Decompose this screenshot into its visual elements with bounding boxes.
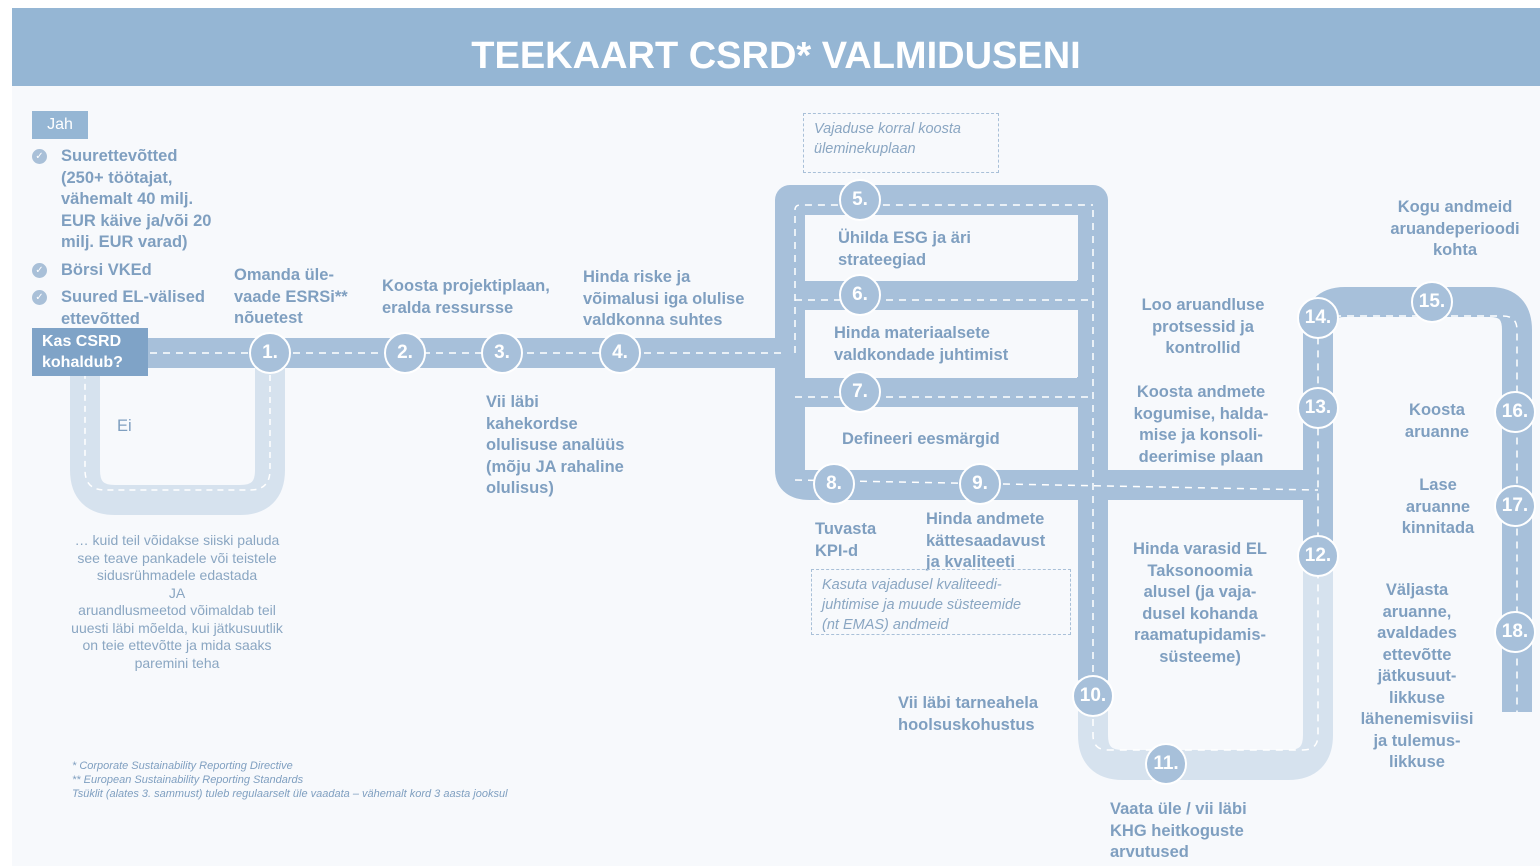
step-1-marker: 1.: [249, 332, 291, 374]
step-12-marker: 12.: [1297, 535, 1339, 577]
check-circle-icon: ✓: [32, 263, 47, 278]
footnote-esrs: ** European Sustainability Reporting Sta…: [72, 774, 304, 786]
step-12-label: Hinda varasid EL Taksonoomia alusel (ja …: [1133, 540, 1267, 666]
step-2-label: Koosta projektiplaan, eralda ressursse: [382, 277, 550, 317]
step-5-marker: 5.: [839, 179, 881, 221]
supply-chain-road: [1078, 560, 1333, 780]
step-8-marker: 8.: [813, 463, 855, 505]
step-7-goals-label: Defineeri eesmärgid: [842, 430, 1000, 448]
criterion-large-companies: ✓ Suurettevõtted (250+ töötajat, vähemal…: [32, 146, 211, 254]
csrd-applies-question: Kas CSRD kohaldub?: [32, 328, 148, 376]
step-16-marker: 16.: [1494, 391, 1536, 433]
step-9-label: Hinda andmete kättesaadavust ja kvalitee…: [926, 510, 1046, 571]
step-11-label: Vaata üle / vii läbi KHG heitkoguste arv…: [1110, 800, 1247, 861]
step-18-label: Väljasta aruanne, avaldades ettevõtte jä…: [1360, 581, 1474, 771]
quality-systems-note: Kasuta vajadusel kvaliteedi- juhtimise j…: [811, 569, 1071, 635]
step-13-label: Koosta andmete kogumise, halda- mise ja …: [1133, 383, 1269, 466]
step-13-marker: 13.: [1297, 387, 1339, 429]
strategy-block-road: [775, 185, 1108, 680]
no-branch-road: [70, 353, 285, 515]
footnote-csrd: * Corporate Sustainability Reporting Dir…: [72, 760, 293, 772]
step-7-marker: 7.: [839, 371, 881, 413]
criterion-non-eu-companies: ✓ Suured EL-välised ettevõtted: [32, 287, 205, 330]
step-15-label: Kogu andmeid aruandeperioodi kohta: [1390, 198, 1520, 259]
step-16-label: Koosta aruanne: [1404, 401, 1470, 441]
step-10-marker: 10.: [1072, 675, 1114, 717]
step-1-label: Omanda üle- vaade ESRSi** nõuetest: [234, 266, 348, 327]
step-11-marker: 11.: [1145, 743, 1187, 785]
check-circle-icon: ✓: [32, 149, 47, 164]
check-circle-icon: ✓: [32, 290, 47, 305]
footnote-cycle: Tsüklit (alates 3. sammust) tuleb regula…: [72, 788, 508, 800]
step-14-label: Loo aruandluse protsessid ja kontrollid: [1141, 296, 1265, 357]
title-banner: TEEKAART CSRD* VALMIDUSENI: [12, 8, 1540, 86]
step-3-marker: 3.: [481, 332, 523, 374]
step-18-marker: 18.: [1494, 611, 1536, 653]
step-2-marker: 2.: [384, 332, 426, 374]
step-4-label: Hinda riske ja võimalusi iga olulise val…: [583, 268, 745, 329]
step-4-marker: 4.: [599, 332, 641, 374]
step-8-label: Tuvasta KPI-d: [815, 520, 877, 560]
criterion-listed-smes: ✓ Börsi VKEd: [32, 260, 152, 282]
step-6-marker: 6.: [839, 274, 881, 316]
step-15-marker: 15.: [1411, 281, 1453, 323]
step-17-label: Lase aruanne kinnitada: [1401, 476, 1475, 537]
yes-label: Jah: [32, 111, 88, 139]
no-label: Ei: [117, 417, 132, 435]
step-6-label: Ühilda ESG ja äri strateegiad: [838, 229, 971, 269]
step-14-marker: 14.: [1297, 297, 1339, 339]
step-10-label: Vii läbi tarneahela hoolsuskohustus: [898, 694, 1039, 734]
step-3-label: Vii läbi kahekordse olulisuse analüüs (m…: [486, 393, 625, 497]
step-17-marker: 17.: [1494, 485, 1536, 527]
transition-plan-note: Vajaduse korral koosta üleminekuplaan: [803, 113, 999, 173]
no-branch-note: … kuid teil võidakse siiski paluda see t…: [71, 532, 283, 671]
step-9-marker: 9.: [959, 463, 1001, 505]
step-7-label: Hinda materiaalsete valdkondade juhtimis…: [834, 324, 1009, 364]
